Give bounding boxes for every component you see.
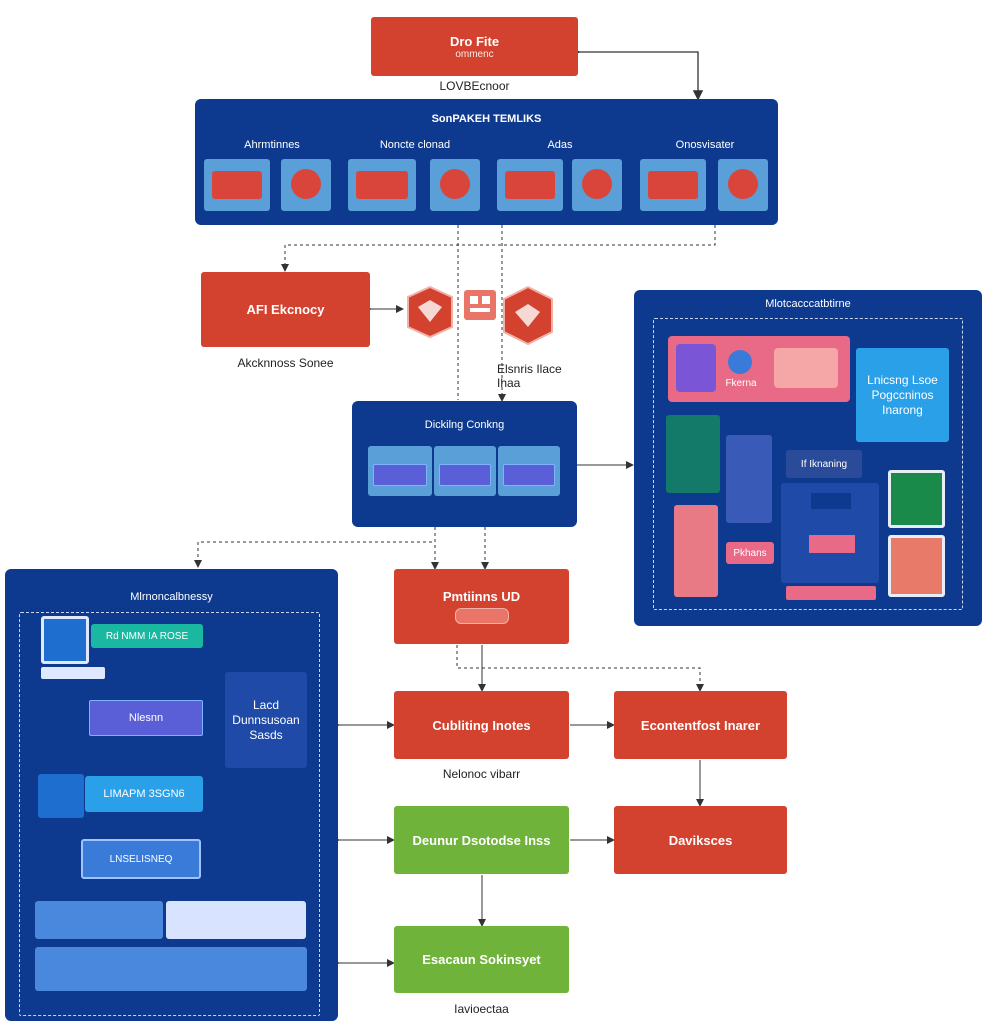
row-2-label[interactable]: Nlesnn: [89, 700, 203, 736]
connector-middle-left: [194, 527, 436, 568]
bottom-node-caption: Iavioectaa: [454, 1002, 509, 1016]
row-4-label[interactable]: LNSELISNEQ: [81, 839, 201, 879]
platform-badge: [454, 608, 509, 624]
platform-node-title: Pmtiinns UD: [442, 589, 521, 604]
service-icon-tile[interactable]: [718, 159, 768, 211]
section-label-4: Onosvisater: [675, 139, 735, 151]
pink-module[interactable]: [674, 505, 718, 597]
side-tile[interactable]: Lacd Dunnsusoan Sasds: [225, 672, 307, 768]
column-module[interactable]: [726, 435, 772, 523]
diamond-icon[interactable]: [38, 774, 84, 818]
hexagon-icon: [407, 285, 553, 346]
dashboard-node[interactable]: Daviksces: [614, 806, 787, 874]
bottom-node-title: Esacaun Sokinsyet: [422, 952, 541, 967]
row-1-label[interactable]: Rd NMM IA ROSE: [91, 624, 203, 648]
row-3-label[interactable]: LIMAPM 3SGN6: [85, 776, 203, 812]
section-label-1: Ahrmtinnes: [244, 139, 300, 151]
orchestration-panel: Mlotcacccatbtirne Fkerna Lnicsng Lsoe Po…: [634, 290, 982, 626]
api-node-caption: Akcknnoss Sonee: [237, 356, 334, 370]
service-tile[interactable]: [204, 159, 270, 211]
top-node[interactable]: Dro Fite ommenc: [371, 17, 578, 76]
chart-icon[interactable]: [888, 535, 945, 597]
service-tile[interactable]: [497, 159, 563, 211]
eccont-node-title: Econtentfost Inarer: [640, 717, 761, 733]
center-callout: Elsnris Ilace Ihaa: [497, 362, 562, 390]
connector-panel-api: [281, 225, 716, 272]
dashboard-node-title: Daviksces: [668, 832, 733, 848]
orchestration-label: Fkerna: [725, 377, 757, 389]
orchestration-panel-title: Mlotcacccatbtirne: [765, 298, 851, 310]
tile-label-2[interactable]: If Iknaning: [786, 450, 862, 478]
info-tile[interactable]: Lnicsng Lsoe Pogccninos Inarong: [856, 348, 949, 442]
row-1-caption: [41, 667, 105, 679]
docking-panel-title: Dickilng Conkng: [424, 419, 505, 431]
connector-top: [570, 46, 704, 101]
platform-node[interactable]: Pmtiinns UD: [394, 569, 569, 644]
api-node[interactable]: AFI Ekcnocy: [201, 272, 370, 347]
docking-panel: Dickilng Conkng: [352, 401, 577, 527]
shield-icon[interactable]: [41, 616, 89, 664]
gear-icon[interactable]: [888, 470, 945, 528]
icon-strip-3[interactable]: [35, 947, 307, 991]
eccont-node[interactable]: Econtentfost Inarer: [614, 691, 787, 759]
top-node-subtitle: ommenc: [455, 48, 494, 60]
service-icon-tile[interactable]: [281, 159, 331, 211]
section-label-2: Noncte clonad: [379, 139, 451, 151]
bottom-node[interactable]: Esacaun Sokinsyet: [394, 926, 569, 993]
icon-strip-1[interactable]: [35, 901, 163, 939]
datacore-node-title: Deunur Dsotodse Inss: [412, 832, 551, 848]
microservices-frame: [19, 612, 320, 1016]
icon-strip-2[interactable]: [166, 901, 306, 939]
connector-platform-eccont: [456, 645, 704, 692]
orchestration-frame: [653, 318, 963, 610]
api-node-title: AFI Ekcnocy: [246, 302, 325, 317]
service-icon-tile[interactable]: [572, 159, 622, 211]
orchestration-header-tile[interactable]: Fkerna: [668, 336, 850, 402]
section-label-3: Adas: [547, 139, 573, 151]
service-tile[interactable]: [640, 159, 706, 211]
microservices-panel: Mlrnoncalbnessy Rd NMM IA ROSE Nlesnn La…: [5, 569, 338, 1021]
datacore-node[interactable]: Deunur Dsotodse Inss: [394, 806, 569, 874]
cubling-node-title: Cubliting Inotes: [432, 717, 531, 733]
cubling-node-caption: Nelonoc vibarr: [442, 767, 521, 781]
footer-module: [786, 586, 876, 600]
green-module[interactable]: [666, 415, 720, 493]
docking-tile-2[interactable]: [434, 446, 496, 496]
center-module[interactable]: [781, 483, 879, 583]
services-panel: SonPAKEH TEMLIKS Ahrmtinnes Noncte clona…: [195, 99, 778, 225]
service-icon-tile[interactable]: [430, 159, 480, 211]
microservices-panel-title: Mlrnoncalbnessy: [130, 591, 213, 603]
services-panel-title: SonPAKEH TEMLIKS: [431, 113, 542, 125]
docking-tile-1[interactable]: [368, 446, 432, 496]
service-tile[interactable]: [348, 159, 416, 211]
cubling-node[interactable]: Cubliting Inotes: [394, 691, 569, 759]
top-node-caption: LOVBEcnoor: [439, 79, 510, 93]
docking-tile-3[interactable]: [498, 446, 560, 496]
tile-label-3[interactable]: Pkhans: [726, 542, 774, 564]
top-node-title: Dro Fite: [449, 33, 500, 49]
